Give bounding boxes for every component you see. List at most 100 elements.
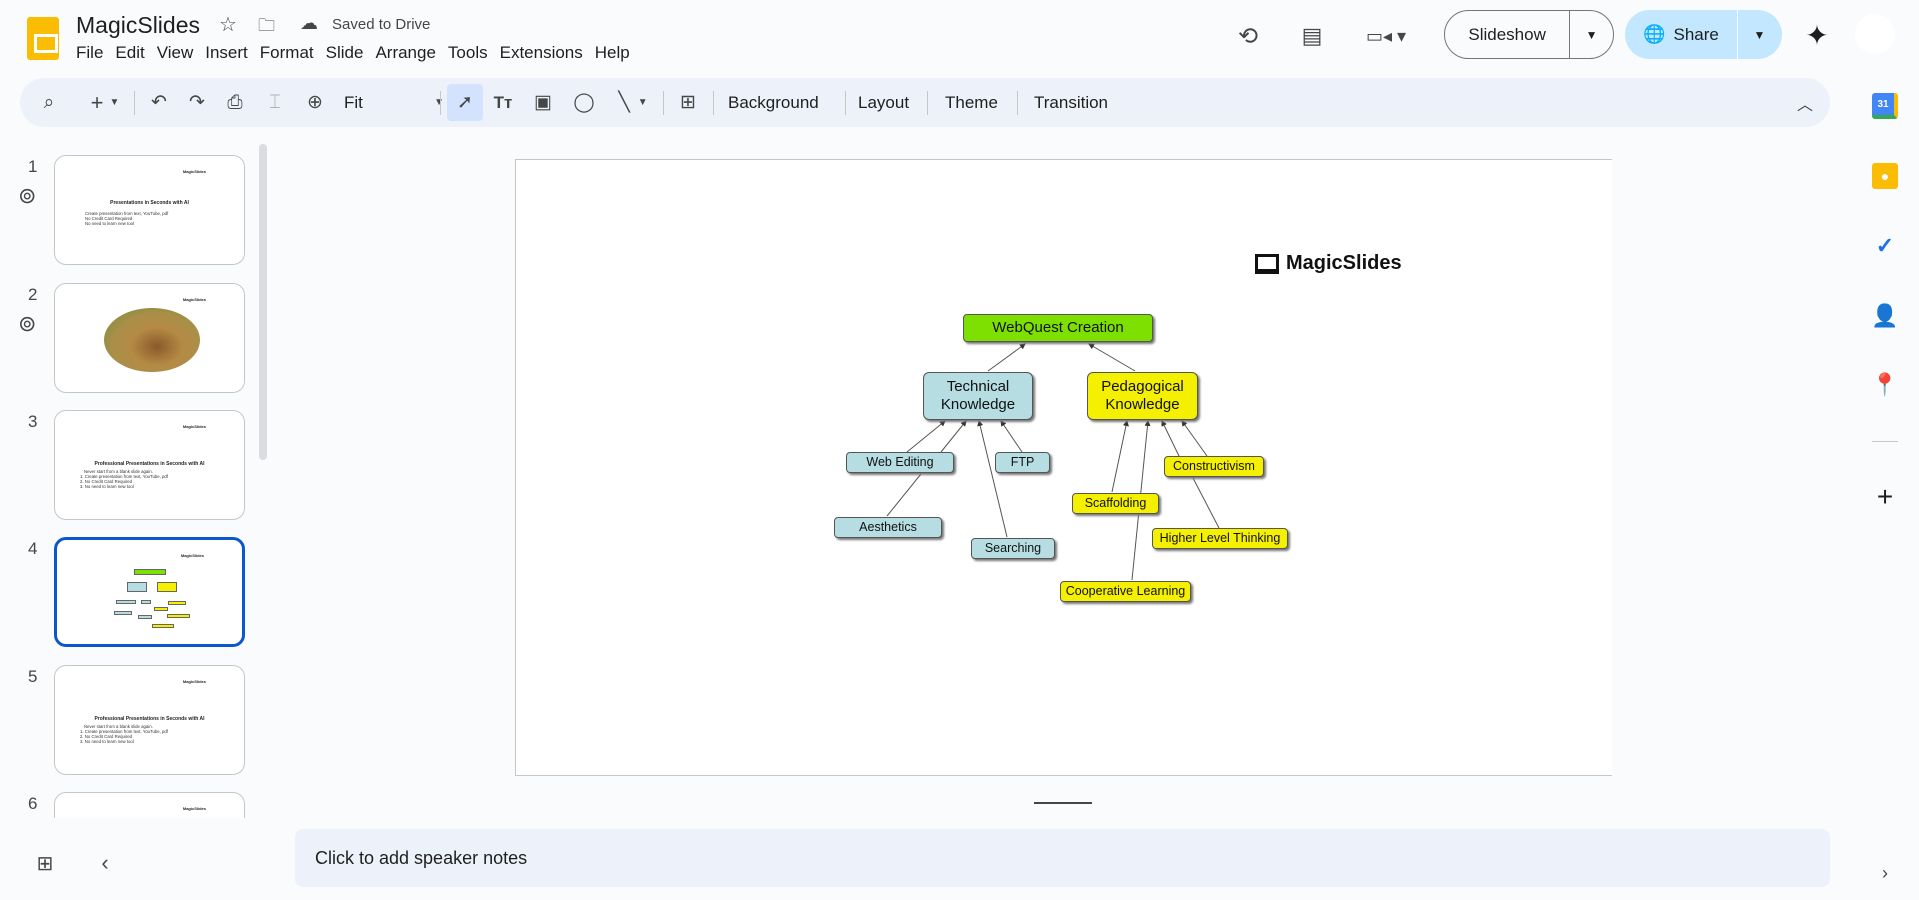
node-higher-level-thinking[interactable]: Higher Level Thinking <box>1152 528 1288 549</box>
thumb-logo: MagicSlides <box>182 679 206 684</box>
thumb-logo: MagicSlides <box>182 297 206 302</box>
node-scaffolding[interactable]: Scaffolding <box>1072 493 1159 514</box>
share-dropdown[interactable]: ▼ <box>1753 27 1766 42</box>
divider <box>440 91 441 115</box>
collapse-filmstrip-icon[interactable]: ‹ <box>101 850 109 875</box>
menu-insert[interactable]: Insert <box>205 43 248 62</box>
slide-thumbnail-3[interactable]: MagicSlides Professional Presentations i… <box>54 410 245 520</box>
new-slide-button[interactable]: +▼ <box>90 89 120 115</box>
connector <box>886 473 922 517</box>
node-aesthetics[interactable]: Aesthetics <box>834 517 942 538</box>
menu-tools[interactable]: Tools <box>447 43 488 62</box>
image-icon[interactable]: ▣ <box>534 92 552 113</box>
menu-edit[interactable]: Edit <box>115 43 145 62</box>
slide-number: 5 <box>28 667 38 686</box>
thumb-item: 2. No Credit Card Required <box>80 734 133 739</box>
slide-thumbnail-4[interactable]: MagicSlides <box>54 537 245 647</box>
node-technical-knowledge[interactable]: Technical Knowledge <box>923 372 1033 420</box>
share-button[interactable]: 🌐Share <box>1625 10 1738 59</box>
slide-canvas[interactable] <box>515 159 1612 776</box>
paint-format-icon[interactable]: ⌶ <box>269 91 281 113</box>
thumb-title: Professional Presentations in Seconds wi… <box>94 461 205 467</box>
meet-camera-icon[interactable]: ▭◂ ▾ <box>1365 25 1407 46</box>
slides-logo[interactable] <box>27 17 59 60</box>
speaker-notes[interactable]: Click to add speaker notes <box>295 829 1830 887</box>
calendar-icon[interactable]: 31 <box>1872 93 1898 119</box>
linked-object-icon[interactable]: ⊚ <box>18 311 37 336</box>
thumb-item: 2. No Credit Card Required <box>80 479 133 484</box>
slide-thumbnail-5[interactable]: MagicSlides Professional Presentations i… <box>54 665 245 775</box>
maps-icon[interactable]: 📍 <box>1871 372 1899 397</box>
node-pedagogical-knowledge[interactable]: Pedagogical Knowledge <box>1087 372 1198 420</box>
connector <box>906 420 946 453</box>
avatar[interactable] <box>1855 14 1895 54</box>
save-status[interactable]: Saved to Drive <box>332 16 431 33</box>
print-icon[interactable]: ⎙ <box>227 91 243 113</box>
connector <box>1111 420 1129 493</box>
keep-icon[interactable]: ● <box>1872 163 1898 189</box>
transition-button[interactable]: Transition <box>1034 92 1109 112</box>
zoom-icon[interactable]: ⊕ <box>307 92 323 113</box>
zoom-select[interactable]: Fit▼ <box>344 78 444 127</box>
filmstrip-scrollbar[interactable] <box>259 144 267 460</box>
comments-icon[interactable]: ▤ <box>1301 23 1323 48</box>
slide-thumbnail-2[interactable]: MagicSlides <box>54 283 245 393</box>
linked-object-icon[interactable]: ⊚ <box>18 183 37 208</box>
magicslides-logo: MagicSlides <box>1255 252 1402 275</box>
star-icon[interactable]: ☆ <box>219 14 237 36</box>
line-tool-icon[interactable]: ╲▼ <box>618 92 648 113</box>
text-box-icon[interactable]: Tт <box>493 92 513 112</box>
select-tool-icon[interactable]: ➚ <box>447 84 483 121</box>
slideshow-button[interactable]: Slideshow <box>1445 11 1571 58</box>
thumb-node <box>157 582 177 592</box>
thumb-node <box>167 614 190 618</box>
get-addons-icon[interactable]: + <box>1876 481 1894 512</box>
contacts-icon[interactable]: 👤 <box>1871 303 1899 328</box>
thumb-item: 1. Create presentation from text, YouTub… <box>80 474 168 479</box>
menu-help[interactable]: Help <box>594 43 630 62</box>
node-webquest-creation[interactable]: WebQuest Creation <box>963 314 1153 342</box>
thumb-node <box>152 624 174 628</box>
thumb-bullet: No Credit Card Required <box>85 216 133 221</box>
menu-arrange[interactable]: Arrange <box>375 43 436 62</box>
node-web-editing[interactable]: Web Editing <box>846 452 954 473</box>
node-constructivism[interactable]: Constructivism <box>1164 456 1264 477</box>
layout-button[interactable]: Layout <box>858 92 910 112</box>
tasks-icon[interactable]: ✓ <box>1875 233 1895 258</box>
node-cooperative-learning[interactable]: Cooperative Learning <box>1060 581 1191 602</box>
menu-bar: File Edit View Insert Format Slide Arran… <box>76 43 642 63</box>
menu-extensions[interactable]: Extensions <box>499 43 583 62</box>
search-menus-icon[interactable]: ⌕ <box>43 91 55 113</box>
connector <box>1192 477 1220 529</box>
document-title[interactable]: MagicSlides <box>76 12 200 38</box>
slideshow-button-group: Slideshow ▼ <box>1444 10 1614 59</box>
collapse-toolbar-icon[interactable]: ︿ <box>1796 96 1813 114</box>
node-searching[interactable]: Searching <box>971 538 1055 559</box>
background-button[interactable]: Background <box>728 92 819 112</box>
add-comment-icon[interactable]: ⊞ <box>680 92 696 113</box>
gemini-icon[interactable]: ✦ <box>1805 19 1829 51</box>
node-ftp[interactable]: FTP <box>995 452 1050 473</box>
slide-number: 3 <box>28 412 38 431</box>
move-folder-icon[interactable]: 🗀 <box>258 16 275 35</box>
version-history-icon[interactable]: ⟲ <box>1237 22 1259 50</box>
menu-slide[interactable]: Slide <box>325 43 364 62</box>
menu-file[interactable]: File <box>76 43 104 62</box>
connector <box>1181 420 1208 457</box>
menu-format[interactable]: Format <box>259 43 314 62</box>
slide-thumbnail-1[interactable]: MagicSlides Presentations in Seconds wit… <box>54 155 245 265</box>
theme-button[interactable]: Theme <box>945 92 998 112</box>
slideshow-dropdown[interactable]: ▼ <box>1585 27 1598 42</box>
thumb-list: Never start from a blank slide again. 1.… <box>80 724 168 744</box>
grid-view-icon[interactable]: ⊞ <box>36 852 54 875</box>
slide-thumbnail-6[interactable]: MagicSlides <box>54 792 245 818</box>
thumb-logo: MagicSlides <box>182 806 206 811</box>
slide-number: 4 <box>28 539 38 558</box>
menu-view[interactable]: View <box>156 43 194 62</box>
redo-icon[interactable]: ↷ <box>189 92 205 113</box>
show-side-panel-icon[interactable]: › <box>1882 862 1888 883</box>
notes-resize-handle[interactable] <box>1034 802 1092 804</box>
shape-icon[interactable]: ◯ <box>573 92 595 113</box>
undo-icon[interactable]: ↶ <box>151 92 167 113</box>
divider <box>845 91 846 115</box>
